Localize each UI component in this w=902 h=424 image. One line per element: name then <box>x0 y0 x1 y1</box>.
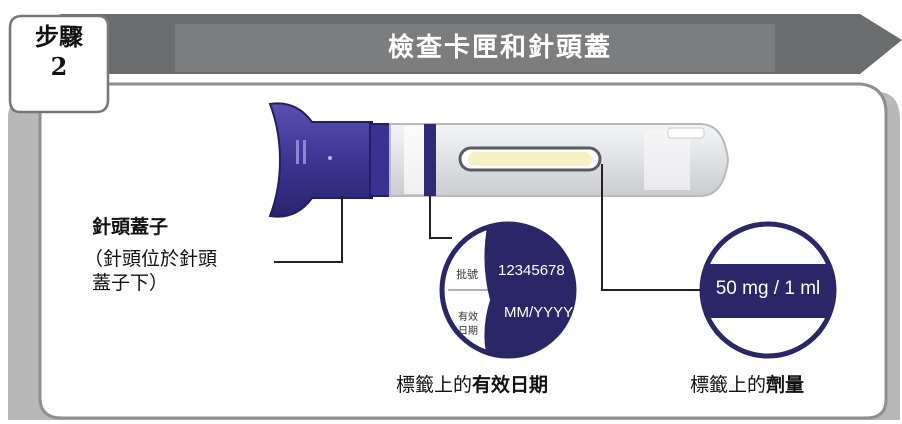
dose-value: 50 mg / 1 ml <box>715 278 821 299</box>
cap-grip-line <box>303 140 306 164</box>
caption-expiry: 標籤上的有效日期 <box>396 372 548 398</box>
leader-lines <box>274 164 702 291</box>
step-badge <box>8 14 110 114</box>
lot-value: 12345678 <box>498 262 565 279</box>
cartridge-barrel <box>389 123 730 197</box>
lot-label: 批號 <box>456 268 478 281</box>
caption-dose-bold: 劑量 <box>766 374 805 396</box>
expiry-leader-line <box>429 196 452 239</box>
page-title: 檢查卡匣和針頭蓋 <box>387 33 612 63</box>
step-badge-text: 步驟 2 <box>10 22 108 82</box>
step-word: 步驟 <box>35 22 83 51</box>
dose-leader-line <box>601 164 702 291</box>
expiry-label-line2: 日期 <box>458 326 478 337</box>
caption-dose: 標籤上的劑量 <box>690 372 804 398</box>
needle-cap <box>268 102 415 218</box>
cap-grip-line <box>296 140 299 164</box>
barrel-band <box>424 124 436 196</box>
caption-expiry-prefix: 標籤上的 <box>396 374 473 396</box>
caption-expiry-bold: 有效日期 <box>472 374 549 396</box>
needle-cap-desc-line1: （針頭位於針頭 <box>84 248 218 270</box>
caption-dose-prefix: 標籤上的 <box>690 374 767 396</box>
cap-dot <box>328 156 332 160</box>
cap-leader-line <box>274 196 343 263</box>
expiry-label-line1: 有效 <box>458 312 478 323</box>
expiry-value: MM/YYYY <box>504 304 574 321</box>
title-banner <box>60 14 902 74</box>
dose-zoom <box>699 221 837 359</box>
needle-cap-desc-line2: 蓋子下） <box>92 272 169 294</box>
lot-expiry-zoom <box>439 221 577 359</box>
step-number: 2 <box>50 52 68 81</box>
needle-cap-title: 針頭蓋子 <box>92 216 169 238</box>
